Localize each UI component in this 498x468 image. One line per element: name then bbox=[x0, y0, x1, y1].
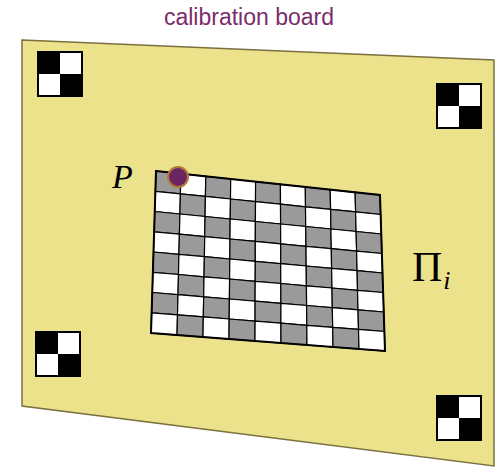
checker-cell bbox=[204, 237, 230, 259]
checker-cell bbox=[281, 323, 307, 345]
checker-cell bbox=[332, 288, 358, 310]
checker-cell bbox=[281, 204, 306, 226]
checker-cell bbox=[203, 317, 229, 339]
checker-cell bbox=[356, 232, 382, 254]
checker-cell bbox=[331, 249, 357, 271]
checker-cell bbox=[152, 272, 178, 294]
checker-cell bbox=[154, 212, 180, 235]
checker-cell bbox=[332, 308, 358, 330]
checker-cell bbox=[203, 297, 229, 319]
checker-cell bbox=[307, 325, 333, 347]
checker-cell bbox=[155, 191, 181, 214]
checker-cell bbox=[179, 254, 205, 276]
checkerboard-outline bbox=[151, 171, 385, 351]
checker-cell bbox=[177, 315, 203, 337]
checker-cell bbox=[331, 209, 357, 231]
checker-cell bbox=[306, 207, 331, 229]
checker-cell bbox=[205, 196, 230, 219]
checker-cell bbox=[255, 202, 280, 224]
checker-cell bbox=[281, 284, 307, 306]
title: calibration board bbox=[0, 6, 498, 29]
checker-cell bbox=[255, 241, 280, 263]
checker-cell bbox=[281, 264, 307, 286]
checker-cell bbox=[179, 234, 205, 257]
checker-cell bbox=[154, 232, 180, 255]
checker-cell bbox=[305, 187, 330, 209]
checker-cell bbox=[359, 329, 386, 351]
checker-cell bbox=[180, 194, 206, 217]
checker-cell bbox=[280, 184, 305, 207]
checker-cell bbox=[281, 303, 307, 325]
checker-cell bbox=[255, 261, 281, 283]
checker-cell bbox=[230, 199, 255, 222]
checker-cell bbox=[255, 281, 281, 303]
checker-cell bbox=[330, 190, 355, 212]
corner-marker bbox=[437, 396, 481, 440]
point-marker bbox=[168, 167, 188, 187]
corner-marker bbox=[36, 332, 80, 376]
checker-cell bbox=[179, 214, 205, 237]
corner-marker bbox=[437, 84, 481, 128]
checker-cell bbox=[231, 179, 256, 202]
plane-subscript: i bbox=[443, 268, 450, 294]
checker-cell bbox=[332, 268, 358, 290]
checker-cell bbox=[178, 275, 204, 297]
checker-cell bbox=[357, 271, 383, 293]
checker-cell bbox=[205, 176, 230, 199]
board-plane bbox=[22, 40, 494, 466]
corner-marker bbox=[38, 52, 82, 96]
checker-cell bbox=[230, 239, 256, 261]
checker-cell bbox=[281, 244, 307, 266]
checker-cell bbox=[255, 321, 281, 343]
checkerboard bbox=[151, 171, 385, 351]
checker-cell bbox=[307, 306, 333, 328]
checker-cell bbox=[229, 299, 255, 321]
checker-cell bbox=[255, 222, 280, 244]
checker-cell bbox=[256, 182, 281, 205]
checker-cell bbox=[281, 224, 306, 246]
checker-cell bbox=[153, 252, 179, 275]
checker-cell bbox=[204, 257, 230, 279]
checker-cell bbox=[306, 227, 332, 249]
checker-cell bbox=[306, 246, 332, 268]
checker-cell bbox=[331, 229, 357, 251]
checker-cell bbox=[306, 266, 332, 288]
checker-cell bbox=[178, 295, 204, 317]
checker-cell bbox=[151, 313, 178, 335]
checker-cell bbox=[356, 212, 382, 234]
checker-cell bbox=[333, 327, 359, 349]
checker-cell bbox=[358, 310, 384, 332]
plane-label: Π bbox=[412, 246, 442, 288]
checker-cell bbox=[357, 251, 383, 273]
checker-cell bbox=[255, 301, 281, 323]
checker-cell bbox=[205, 217, 231, 240]
checker-cell bbox=[358, 290, 384, 312]
checker-cell bbox=[229, 319, 255, 341]
checker-cell bbox=[229, 279, 255, 301]
checker-cell bbox=[306, 286, 332, 308]
checker-cell bbox=[204, 277, 230, 299]
checker-cell bbox=[230, 219, 255, 241]
checker-cell bbox=[230, 259, 256, 281]
checker-cell bbox=[152, 293, 178, 315]
point-label: P bbox=[112, 160, 133, 194]
